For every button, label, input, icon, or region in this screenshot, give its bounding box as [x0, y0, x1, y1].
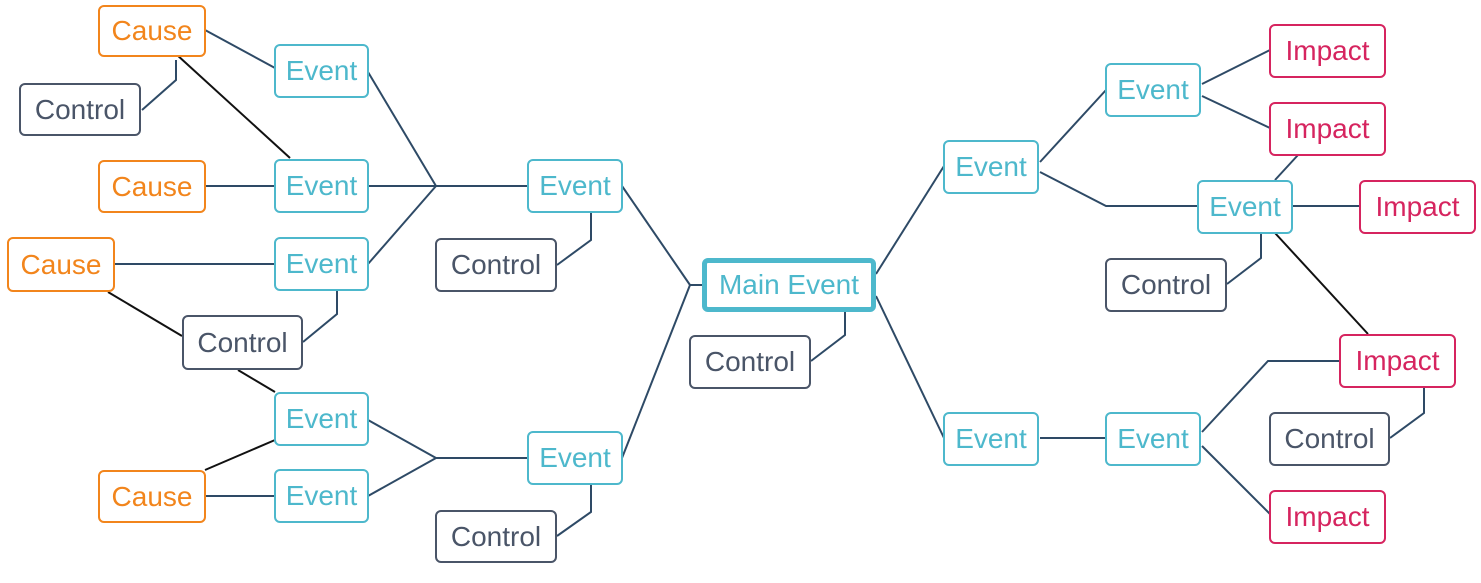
- control-node[interactable]: Control: [435, 238, 557, 292]
- connector: [1201, 49, 1271, 85]
- impact-label: Impact: [1285, 113, 1370, 144]
- connector: [1389, 388, 1425, 439]
- connector: [556, 212, 592, 266]
- impact-label: Impact: [1375, 191, 1460, 222]
- connector: [1039, 89, 1107, 163]
- impact-label: Impact: [1355, 345, 1440, 376]
- event-node[interactable]: Event: [527, 159, 623, 213]
- event-label: Event: [955, 151, 1027, 182]
- impact-node[interactable]: Impact: [1339, 334, 1456, 388]
- connector: [1201, 360, 1340, 433]
- event-label: Event: [1117, 74, 1189, 105]
- event-label: Event: [539, 170, 611, 201]
- impact-node[interactable]: Impact: [1269, 24, 1386, 78]
- connector: [367, 457, 437, 497]
- control-label: Control: [450, 249, 542, 280]
- connector: [204, 29, 276, 69]
- event-label: Event: [539, 442, 611, 473]
- event-node[interactable]: Event: [274, 237, 369, 291]
- main-event-node[interactable]: Main Event: [702, 258, 876, 312]
- connector: [1201, 445, 1271, 515]
- connector: [1226, 233, 1262, 285]
- event-label: Event: [285, 403, 358, 434]
- connector: [1274, 154, 1299, 181]
- control-label: Control: [34, 93, 126, 125]
- cause-label: Cause: [20, 248, 102, 280]
- event-node[interactable]: Event: [1197, 180, 1293, 234]
- event-label: Event: [285, 480, 358, 511]
- event-node[interactable]: Event: [943, 140, 1039, 194]
- cause-node[interactable]: Cause: [98, 5, 206, 57]
- event-node[interactable]: Event: [274, 159, 369, 213]
- event-label: Event: [285, 170, 358, 201]
- impact-label: Impact: [1285, 501, 1370, 532]
- event-node[interactable]: Event: [274, 392, 369, 446]
- control-label: Control: [197, 326, 288, 358]
- connector: [810, 312, 846, 362]
- control-node[interactable]: Control: [182, 315, 303, 370]
- connector: [367, 71, 437, 187]
- connector: [141, 60, 177, 111]
- control-label: Control: [1284, 423, 1375, 454]
- connector: [1039, 171, 1198, 207]
- control-node[interactable]: Control: [435, 510, 557, 563]
- connector: [107, 291, 183, 337]
- main-event-label: Main Event: [718, 269, 860, 300]
- impact-node[interactable]: Impact: [1269, 490, 1386, 544]
- event-label: Event: [1209, 191, 1281, 222]
- connector: [204, 439, 276, 471]
- control-label: Control: [704, 346, 796, 377]
- connector: [237, 369, 276, 393]
- control-node[interactable]: Control: [1105, 258, 1227, 312]
- connector: [175, 53, 291, 159]
- event-label: Event: [1117, 423, 1189, 454]
- cause-label: Cause: [111, 15, 193, 46]
- event-node[interactable]: Event: [1105, 412, 1201, 466]
- connector: [875, 295, 945, 439]
- connector: [556, 484, 592, 537]
- event-label: Event: [285, 248, 358, 279]
- cause-label: Cause: [111, 480, 193, 512]
- event-node[interactable]: Event: [1105, 63, 1201, 117]
- event-label: Event: [955, 423, 1027, 454]
- cause-node[interactable]: Cause: [98, 470, 206, 523]
- control-node[interactable]: Control: [689, 335, 811, 389]
- event-node[interactable]: Event: [527, 431, 623, 485]
- connector: [621, 284, 691, 459]
- connector: [1201, 95, 1271, 129]
- connector: [367, 419, 437, 459]
- event-node[interactable]: Event: [943, 412, 1039, 466]
- event-label: Event: [285, 55, 358, 86]
- control-label: Control: [450, 520, 542, 552]
- connector: [875, 165, 945, 275]
- cause-node[interactable]: Cause: [7, 237, 115, 292]
- event-node[interactable]: Event: [274, 469, 369, 523]
- connector: [621, 185, 691, 286]
- control-node[interactable]: Control: [19, 83, 141, 136]
- cause-node[interactable]: Cause: [98, 160, 206, 213]
- connector: [1274, 232, 1369, 335]
- cause-label: Cause: [111, 170, 193, 202]
- event-node[interactable]: Event: [274, 44, 369, 98]
- impact-node[interactable]: Impact: [1359, 180, 1476, 234]
- control-label: Control: [1120, 269, 1212, 300]
- connector: [367, 185, 437, 265]
- connector: [302, 290, 338, 343]
- impact-label: Impact: [1285, 35, 1370, 66]
- impact-node[interactable]: Impact: [1269, 102, 1386, 156]
- control-node[interactable]: Control: [1269, 412, 1390, 466]
